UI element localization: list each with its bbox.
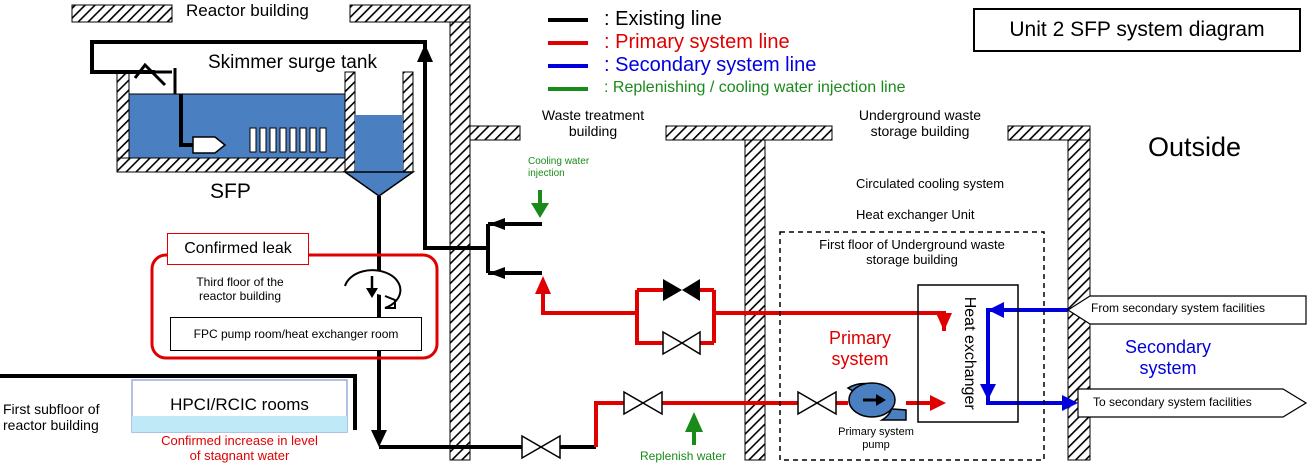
skimmer-hopper — [342, 171, 416, 197]
reactor-wall — [449, 21, 471, 461]
secondary-arrow-out — [1062, 395, 1078, 411]
valve-upper-closed-b — [682, 279, 700, 301]
legend-secondary: : Secondary system line — [604, 54, 817, 76]
underground-line1: Underground waste — [858, 107, 982, 123]
first-floor-line1: First floor of Underground waste — [819, 237, 1005, 252]
waste-treatment-line1: Waste treatment — [541, 107, 645, 123]
legend-primary: : Primary system line — [604, 31, 790, 53]
label-primary-pump: Primary system pump — [826, 426, 926, 451]
label-hpci-rcic: HPCI/RCIC rooms — [170, 395, 309, 414]
label-first-floor: First floor of Underground waste storage… — [782, 237, 1042, 268]
from-secondary-arrow-shape — [1066, 295, 1307, 325]
waste-roof-right — [665, 125, 833, 141]
label-waste-treatment-building: Waste treatment building — [520, 107, 666, 139]
cooling-water-line2: injection — [528, 167, 565, 179]
secondary-system-line2: system — [1139, 357, 1197, 378]
fuel-racks — [249, 127, 327, 153]
valve-lower-open-a — [662, 330, 684, 356]
valve-drain-b — [539, 434, 561, 460]
underground-roof-right — [1007, 125, 1091, 141]
valve-replenish-a — [623, 390, 645, 416]
legend-existing: : Existing line — [604, 8, 722, 30]
branch-arrow-upper — [489, 218, 505, 230]
label-circulated-cooling: Circulated cooling system — [856, 176, 1005, 191]
third-floor-line2: reactor building — [198, 288, 282, 303]
legend-lines — [548, 18, 588, 91]
cooling-water-line1: Cooling water — [528, 156, 590, 167]
confirmed-leak-label: Confirmed leak — [167, 233, 309, 265]
third-floor-line1: Third floor of the — [196, 275, 284, 289]
label-skimmer-surge-tank: Skimmer surge tank — [208, 52, 377, 73]
valve-replenish-b — [641, 390, 663, 416]
confirmed-increase-line2: of stagnant water — [189, 447, 290, 463]
waste-roof-left — [469, 125, 521, 141]
secondary-arrow-in — [988, 302, 1004, 318]
first-subfloor-line2: reactor building — [3, 417, 99, 434]
label-from-secondary: From secondary system facilities — [1091, 301, 1266, 315]
first-floor-boundary — [779, 231, 1045, 461]
first-floor-line2: storage building — [866, 251, 958, 267]
label-third-floor: Third floor of the reactor building — [170, 275, 310, 304]
label-secondary-system: Secondary system — [1110, 337, 1226, 378]
valve-drain — [521, 434, 543, 460]
label-replenish-water: Replenish water — [640, 449, 727, 463]
skimmer-right-wall — [402, 71, 414, 173]
primary-system-line1: Primary — [829, 328, 891, 348]
reactor-roof-right — [349, 4, 471, 23]
primary-arrow-up — [535, 276, 551, 294]
label-outside: Outside — [1148, 132, 1242, 162]
building-walls — [71, 4, 1091, 461]
hpci-water — [132, 416, 347, 432]
primary-arrow-into-hx — [930, 395, 946, 411]
waste-treatment-line2: building — [568, 123, 618, 140]
label-primary-system: Primary system — [812, 328, 908, 369]
primary-pump — [846, 382, 907, 421]
valve-pump-inlet-a — [797, 390, 819, 416]
skimmer-left-wall — [344, 71, 356, 173]
skimmer-water — [355, 115, 403, 173]
primary-pump-line2: pump — [862, 438, 890, 451]
waste-wall — [744, 139, 766, 461]
valve-pump-inlet-b — [815, 390, 837, 416]
label-first-subfloor: First subfloor of reactor building — [3, 401, 99, 433]
secondary-lines — [986, 308, 1068, 405]
sfp-left-wall — [116, 71, 130, 171]
label-confirmed-increase: Confirmed increase in level of stagnant … — [122, 433, 357, 464]
secondary-system-line1: Secondary — [1124, 337, 1212, 357]
branch-arrow-lower — [489, 267, 505, 279]
label-reactor-building: Reactor building — [186, 1, 309, 20]
diffuser-nozzle — [192, 136, 227, 154]
label-heat-exchanger-unit: Heat exchanger Unit — [856, 207, 975, 222]
label-to-secondary: To secondary system facilities — [1093, 395, 1252, 409]
fpc-pump — [344, 269, 402, 309]
heat-exchanger-box — [917, 284, 1019, 423]
sfp-bottom-wall — [116, 157, 358, 173]
secondary-arrow-down — [980, 384, 996, 400]
primary-system-line2: system — [831, 348, 889, 369]
fpc-room-label: FPC pump room/heat exchanger room — [170, 317, 422, 351]
sfp-water — [128, 93, 346, 159]
to-secondary-arrow-shape — [1077, 388, 1307, 418]
valve-lower-open-b — [680, 330, 701, 356]
injection-arrows — [531, 190, 703, 445]
primary-arrow-down — [936, 313, 952, 331]
label-heat-exchanger: Heat exchanger — [961, 296, 979, 410]
downcomer-arrow — [371, 430, 387, 447]
first-subfloor-line1: First subfloor of — [3, 401, 100, 417]
return-line-arrow — [417, 44, 433, 62]
confirmed-increase-line1: Confirmed increase in level — [161, 433, 318, 448]
skimmer-check-valve — [133, 62, 177, 94]
label-underground-building: Underground waste storage building — [832, 107, 1008, 139]
underground-line2: storage building — [870, 123, 970, 140]
label-sfp: SFP — [210, 180, 251, 203]
legend-replenishing: : Replenishing / cooling water injection… — [604, 79, 906, 96]
valve-upper-closed-a — [663, 279, 682, 301]
label-cooling-water-injection: Cooling water injection — [528, 156, 589, 179]
diagram-title: Unit 2 SFP system diagram — [973, 8, 1301, 52]
primary-pump-line1: Primary system — [838, 426, 914, 438]
reactor-roof-left — [71, 4, 173, 23]
